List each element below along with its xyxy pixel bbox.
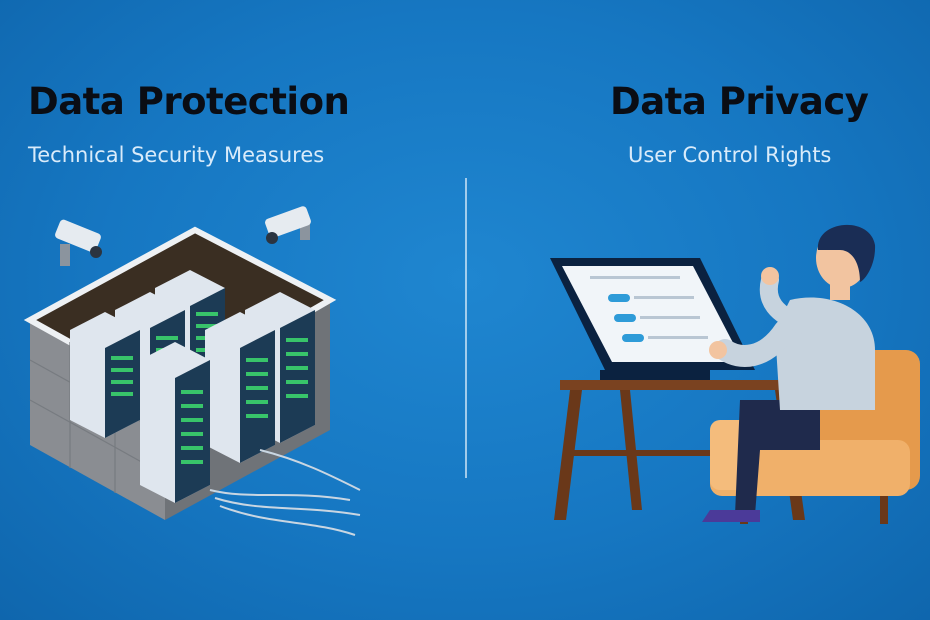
- server-rack-icon: [205, 312, 275, 463]
- toggle-switch-icon: [608, 294, 644, 342]
- server-rack-icon: [140, 342, 210, 503]
- center-divider: [465, 178, 467, 478]
- privacy-dashboard-illustration: [550, 224, 920, 524]
- data-protection-subtitle: Technical Security Measures: [28, 143, 325, 167]
- server-rack-icon: [70, 312, 140, 438]
- monitor-icon: [550, 258, 755, 380]
- cables: [209, 449, 361, 536]
- person: [702, 224, 876, 522]
- security-camera-icon: [55, 219, 102, 266]
- data-privacy-subtitle: User Control Rights: [628, 143, 832, 167]
- data-protection-title: Data Protection: [28, 80, 350, 123]
- data-privacy-title: Data Privacy: [610, 80, 869, 123]
- server-room-illustration: [23, 206, 361, 536]
- security-camera-icon: [265, 206, 311, 244]
